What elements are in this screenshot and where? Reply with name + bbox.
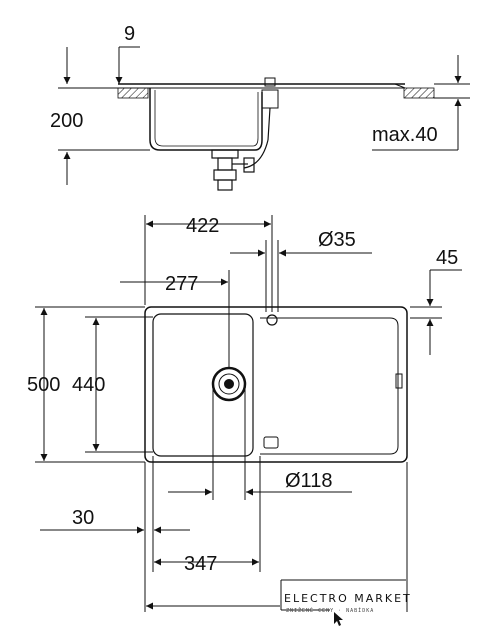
dim-left-margin: 30 [72, 507, 94, 529]
dim-bowl-width: 347 [184, 553, 217, 575]
side-view: 9 200 max.40 [50, 23, 470, 191]
dim-side-max: max.40 [372, 124, 438, 146]
dim-drain-hole: Ø118 [285, 470, 332, 492]
tap-hole [266, 314, 278, 326]
sink-outline [144, 306, 408, 463]
drainboard-outline [260, 317, 399, 455]
dim-tap-hole: Ø35 [318, 229, 356, 251]
bowl-outline [152, 313, 254, 457]
cursor-icon [334, 612, 343, 626]
plan-view: 422 Ø35 277 45 500 440 Ø118 [27, 215, 462, 612]
dim-bowl-to-drain: 277 [165, 273, 198, 295]
logo-tagline: ZNIŽENÉ CENY · NABÍDKA [286, 606, 374, 614]
logo-name: ELECTRO MARKET [284, 592, 412, 605]
electro-market-logo: ELECTRO MARKET ZNIŽENÉ CENY · NABÍDKA [280, 579, 412, 626]
drain-flange [211, 149, 239, 159]
dim-side-offset: 9 [124, 23, 135, 45]
dim-front-margin: 45 [436, 247, 458, 269]
dim-width-to-tap: 422 [186, 215, 219, 237]
dim-total-depth: 500 [27, 374, 60, 396]
overflow-slot [263, 436, 279, 449]
dim-side-depth: 200 [50, 110, 83, 132]
bowl-profile [149, 88, 263, 151]
dim-bowl-depth: 440 [72, 374, 105, 396]
countertop-hatch-right [403, 87, 435, 99]
countertop-hatch-left [117, 87, 149, 99]
